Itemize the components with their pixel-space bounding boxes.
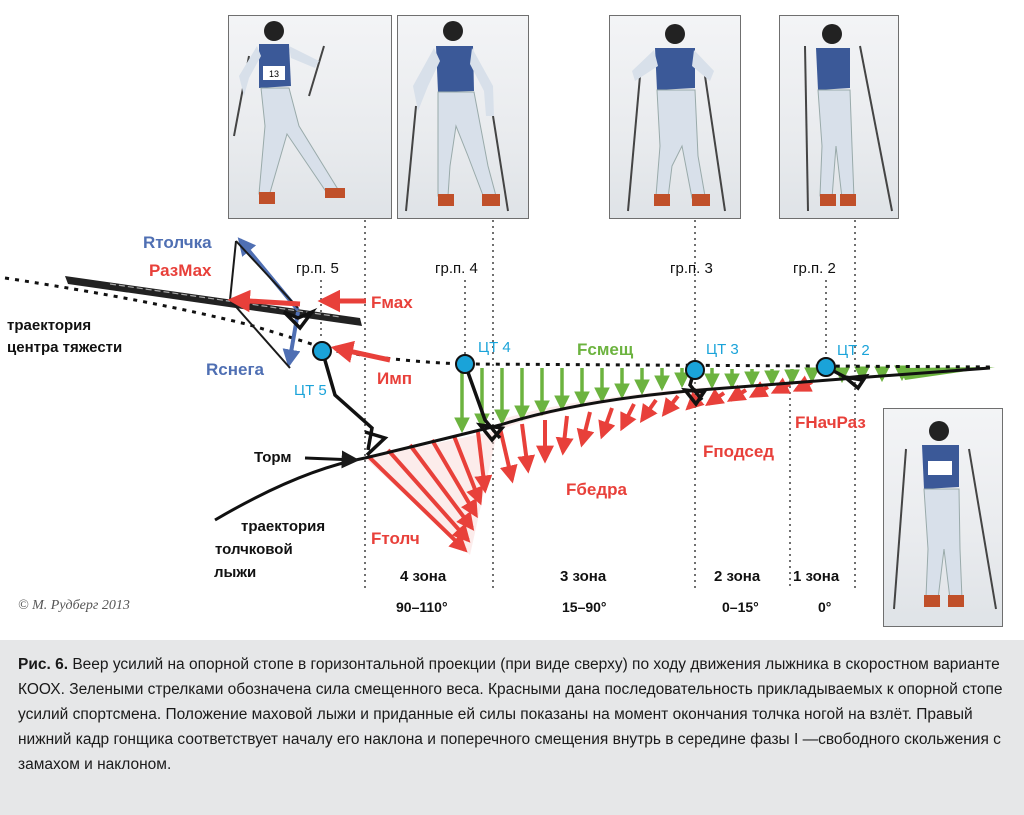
swing-ski <box>65 276 362 326</box>
skier-silhouette-1: 13 <box>233 21 345 204</box>
skier-photo-1: 13 <box>228 15 392 219</box>
green-force-fan <box>454 365 995 434</box>
caption-label: Рис. 6. <box>18 656 69 673</box>
label-cg-4: ЦТ 4 <box>478 339 511 356</box>
skier-silhouette-4 <box>804 24 893 212</box>
cg-point-3 <box>685 360 705 380</box>
caption-body: Веер усилий на опорной стопе в горизонта… <box>18 656 1003 773</box>
label-cg-2: ЦТ 2 <box>837 342 870 359</box>
label-fbedra: Fбедра <box>566 480 628 499</box>
label-zone-1: 1 зона <box>793 568 840 585</box>
foot-swing <box>282 307 318 331</box>
trajectory-labels: траектория центра тяжести траектория тол… <box>7 317 325 581</box>
label-angle-2: 0–15° <box>722 599 759 615</box>
imp-arrow <box>330 340 391 363</box>
red-arrows <box>366 375 813 553</box>
label-group-3: гр.п. 3 <box>670 260 713 277</box>
zone-labels: 4 зона 3 зона 2 зона 1 зона <box>400 568 840 585</box>
label-angle-1: 0° <box>818 599 831 615</box>
label-torm: Торм <box>254 449 291 466</box>
label-group-2: гр.п. 2 <box>793 260 836 277</box>
skier-photo-4 <box>779 15 899 219</box>
cg-labels: ЦТ 5 ЦТ 4 ЦТ 3 ЦТ 2 <box>294 339 870 399</box>
cg-point-2 <box>816 357 836 377</box>
ski-trajectory <box>214 366 991 522</box>
skier-photo-2 <box>397 15 529 219</box>
leg-4 <box>463 363 502 440</box>
label-zone-4: 4 зона <box>400 568 447 585</box>
label-ski-trajectory-1: траектория <box>241 518 325 535</box>
label-angle-4: 90–110° <box>396 599 448 615</box>
label-razmax: РазМах <box>149 261 212 280</box>
caption-box: Рис. 6. Веер усилий на опорной стопе в г… <box>0 640 1024 815</box>
label-zone-3: 3 зона <box>560 568 607 585</box>
label-ftolch: Fтолч <box>371 529 420 548</box>
skier-photo-3 <box>609 15 741 219</box>
label-r-snow: Rснега <box>206 360 265 379</box>
copyright: © М. Рудберг 2013 <box>18 598 130 613</box>
cg-points <box>312 341 836 380</box>
label-angle-3: 15–90° <box>562 599 607 615</box>
group-labels: гр.п. 5 гр.п. 4 гр.п. 3 гр.п. 2 <box>296 260 836 277</box>
skier-silhouette-2 <box>405 21 509 212</box>
foot-3 <box>681 387 708 407</box>
cg-point-5 <box>312 341 332 361</box>
label-fmax: Fмах <box>371 293 413 312</box>
label-r-push: Rтолчка <box>143 233 212 252</box>
figure: 13 <box>4 15 1003 627</box>
r-snow-arrow <box>282 311 301 368</box>
leg-stick-figures <box>282 307 870 457</box>
label-group-5: гр.п. 5 <box>296 260 339 277</box>
label-cg-trajectory-1: траектория <box>7 317 91 334</box>
label-cg-trajectory-2: центра тяжести <box>7 339 122 356</box>
angle-labels: 90–110° 15–90° 0–15° 0° <box>396 599 831 615</box>
label-group-4: гр.п. 4 <box>435 260 478 277</box>
foot-4 <box>475 422 506 443</box>
label-fsmesh: Fсмещ <box>577 340 634 359</box>
bib-number: 13 <box>269 69 279 79</box>
cg-point-4 <box>455 354 475 374</box>
label-ski-trajectory-3: лыжи <box>214 564 256 581</box>
leg-5 <box>320 349 374 451</box>
cg-trajectory <box>4 276 996 369</box>
label-cg-5: ЦТ 5 <box>294 382 327 399</box>
label-cg-3: ЦТ 3 <box>706 341 739 358</box>
skier-silhouette-3 <box>627 24 726 212</box>
red-force-fan <box>365 375 850 555</box>
foot-5 <box>364 430 389 457</box>
label-ski-trajectory-2: толчковой <box>215 541 293 558</box>
label-zone-2: 2 зона <box>714 568 761 585</box>
caption-text: Рис. 6. Веер усилий на опорной стопе в г… <box>18 652 1003 777</box>
force-diagram: гр.п. 5 гр.п. 4 гр.п. 3 гр.п. 2 ЦТ 5 ЦТ … <box>4 220 996 615</box>
force-labels: Rтолчка РазМах Rснега Fмах Имп Fсмещ FНа… <box>143 233 866 548</box>
foot-2 <box>841 373 870 391</box>
skier-photo-5 <box>883 408 1003 627</box>
label-fpodsed: Fподсед <box>703 442 774 461</box>
label-imp: Имп <box>377 369 412 388</box>
torm-arrow <box>304 450 360 469</box>
skier-silhouette-5 <box>893 421 997 610</box>
label-fnachraz: FНачРаз <box>795 413 866 432</box>
razmax-arrow <box>227 289 301 313</box>
